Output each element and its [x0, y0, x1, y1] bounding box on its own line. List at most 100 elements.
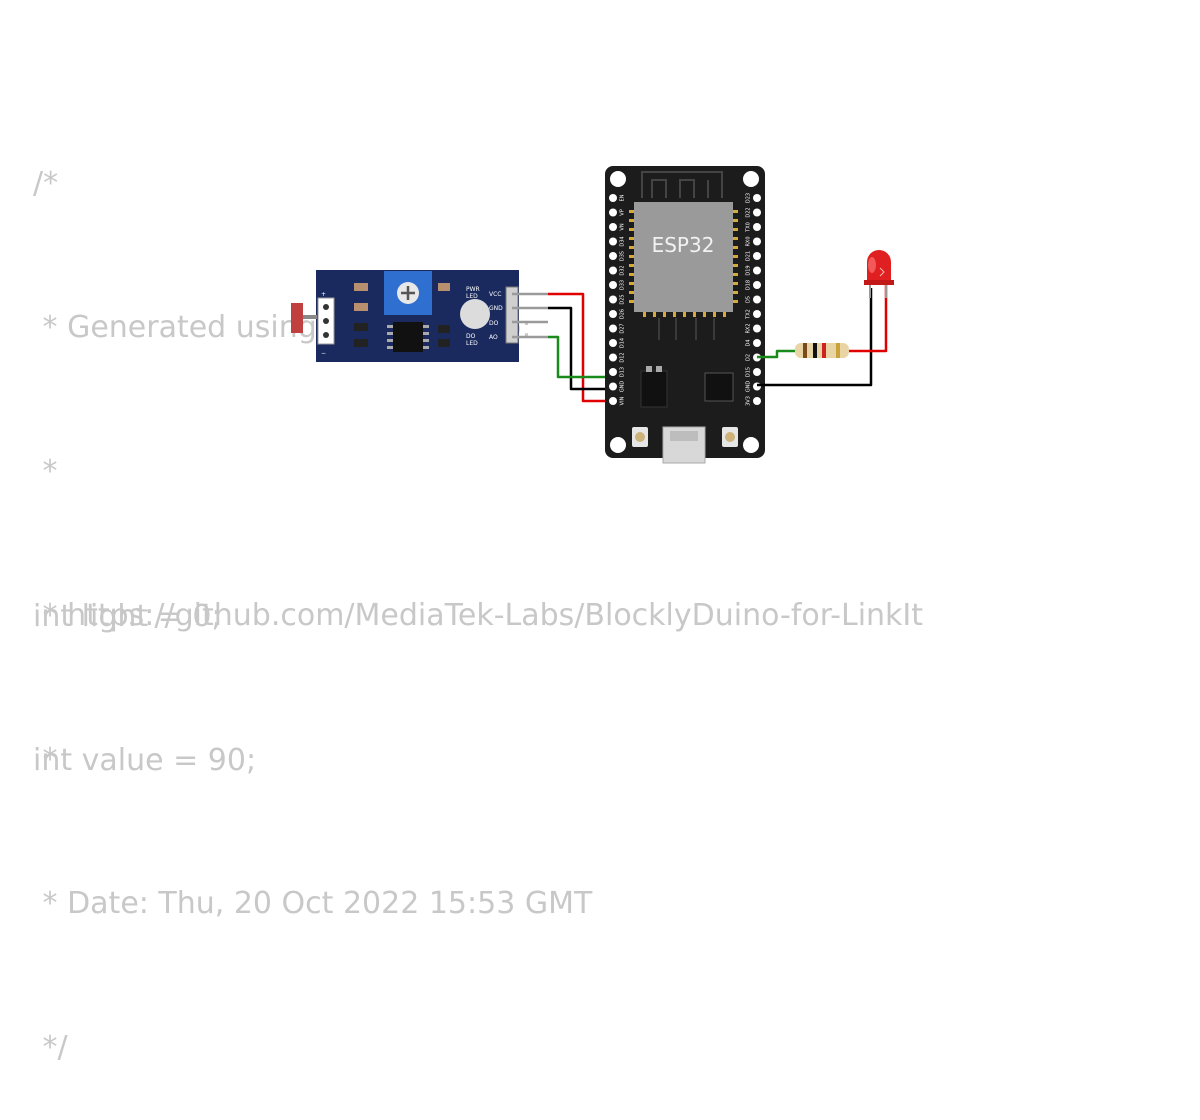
pin-d27[interactable]	[609, 324, 617, 333]
pin-label: D32	[620, 265, 626, 275]
pin-label: D33	[620, 280, 626, 290]
mount-hole	[610, 437, 626, 453]
code-line: *	[33, 454, 58, 489]
pin-gnd[interactable]	[753, 382, 761, 391]
esp32-board[interactable]: ESP32 ENVPVND34D35D32D33D25D26D27D14D12D…	[605, 166, 765, 464]
module-pads	[629, 210, 738, 317]
pin-label: RX0	[746, 236, 752, 246]
pin-en[interactable]	[609, 194, 617, 202]
pin-label: D21	[746, 251, 752, 261]
smd-resistor	[438, 283, 450, 291]
pin-label: D5	[746, 296, 752, 303]
pin-label: VIN	[620, 396, 626, 405]
do-led-label: DO	[466, 333, 476, 340]
pin-d12[interactable]	[609, 353, 617, 362]
pin-label: D23	[746, 193, 752, 203]
pin-label: D34	[620, 236, 626, 246]
antenna-trace	[641, 171, 723, 198]
red-led-icon[interactable]	[864, 250, 894, 298]
resistor-icon[interactable]	[795, 343, 849, 358]
pin-3v3[interactable]	[753, 397, 761, 405]
header-pin	[323, 332, 329, 338]
pin-d19[interactable]	[753, 266, 761, 275]
smd-resistor	[354, 283, 368, 291]
wire-ao	[548, 335, 612, 379]
pin-rx0[interactable]	[753, 237, 761, 246]
circuit-diagram: + − PWR LED DO LED VCC GND DO AO	[291, 166, 894, 464]
pin-label: VP	[620, 209, 626, 215]
pin-rx2[interactable]	[753, 324, 761, 333]
pin-d14[interactable]	[609, 339, 617, 347]
mount-hole	[743, 437, 759, 453]
pin-label: D14	[620, 338, 626, 348]
pin-d18[interactable]	[753, 281, 761, 289]
smd-component	[354, 339, 368, 347]
pin-d34[interactable]	[609, 237, 617, 246]
pin-label: 3V3	[746, 396, 752, 406]
smd-component	[438, 325, 450, 333]
wire-resistor-led	[849, 284, 888, 353]
pin-label: EN	[620, 194, 626, 201]
pwr-led-label: LED	[466, 293, 478, 300]
pin-label: VN	[620, 223, 626, 230]
wire-vcc	[548, 292, 612, 403]
code-line: /*	[33, 166, 59, 201]
mount-hole	[743, 171, 759, 187]
wire-gnd	[548, 306, 612, 391]
pin-label-vcc: VCC	[489, 291, 501, 298]
module-led-icon	[460, 299, 490, 329]
pin-d32[interactable]	[609, 266, 617, 275]
pin-vin[interactable]	[609, 397, 617, 405]
photoresistor-icon	[291, 303, 303, 333]
pin-d22[interactable]	[753, 208, 761, 217]
photoresistor-leg	[303, 315, 317, 319]
esp32-module	[634, 202, 733, 312]
light-sensor-module[interactable]: + − PWR LED DO LED VCC GND DO AO	[291, 270, 519, 362]
pin-tx0[interactable]	[753, 223, 761, 231]
pin-label: GND	[746, 381, 752, 393]
comparator-chip	[393, 322, 423, 352]
pin-d35[interactable]	[609, 252, 617, 260]
smd-resistor	[354, 303, 368, 311]
pin-d21[interactable]	[753, 252, 761, 260]
smd-component	[354, 323, 368, 331]
pin-d33[interactable]	[609, 281, 617, 289]
pin-gnd[interactable]	[609, 382, 617, 391]
chip-label: ESP32	[652, 233, 715, 257]
pin-d4[interactable]	[753, 339, 761, 347]
pin-vp[interactable]	[609, 208, 617, 217]
pin-tx2[interactable]	[753, 310, 761, 318]
boot-button-icon[interactable]	[722, 427, 738, 447]
pin-d5[interactable]	[753, 295, 761, 304]
smd-component	[438, 339, 450, 347]
pin-label: D35	[620, 251, 626, 261]
plus-label: +	[321, 291, 326, 298]
header-pin	[323, 304, 329, 310]
pin-label: GND	[620, 381, 626, 393]
pin-label: RX2	[746, 323, 752, 333]
pin-label-do: DO	[489, 320, 499, 327]
mount-hole	[610, 171, 626, 187]
pin-label: D26	[620, 309, 626, 319]
led-wires	[757, 284, 888, 387]
pin-d25[interactable]	[609, 295, 617, 304]
wire-d2	[757, 349, 795, 359]
code-line: * Date: Thu, 20 Oct 2022 15:53 GMT	[33, 886, 593, 921]
board-trace	[658, 318, 715, 340]
voltage-regulator	[640, 370, 668, 408]
code-line: * https://github.com/MediaTek-Labs/Block…	[33, 598, 924, 633]
pin-label-ao: AO	[489, 334, 498, 341]
pin-label: D18	[746, 280, 752, 290]
pin-d26[interactable]	[609, 310, 617, 318]
pin-d13[interactable]	[609, 368, 617, 376]
pin-vn[interactable]	[609, 223, 617, 231]
knob-cross	[401, 286, 415, 300]
pin-d15[interactable]	[753, 368, 761, 376]
pin-label: TX0	[746, 222, 752, 233]
wire-gnd-led	[757, 288, 873, 387]
pin-label: D2	[746, 354, 752, 361]
usb-uart-chip	[704, 372, 734, 402]
pin-label: D27	[620, 323, 626, 333]
en-button-icon[interactable]	[632, 427, 648, 447]
pin-d23[interactable]	[753, 194, 761, 202]
